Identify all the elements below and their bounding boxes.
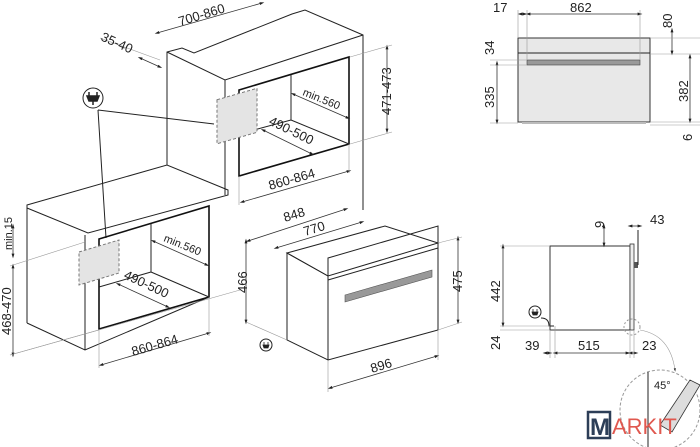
markit-logo: M ARKIT [586, 410, 677, 441]
svg-text:39: 39 [525, 338, 539, 353]
svg-text:862: 862 [570, 0, 592, 15]
lower-cabinet [26, 164, 229, 351]
svg-text:min.560: min.560 [301, 87, 342, 113]
svg-text:min.15: min.15 [3, 217, 15, 250]
svg-text:860-864: 860-864 [267, 165, 317, 193]
oven-handle [344, 269, 433, 303]
svg-text:442: 442 [488, 280, 503, 302]
svg-text:min.560: min.560 [162, 233, 203, 259]
svg-text:515: 515 [578, 338, 600, 353]
svg-text:860-864: 860-864 [130, 331, 180, 359]
svg-text:848: 848 [281, 204, 306, 225]
socket-zone [216, 87, 258, 145]
detail-45: 45° [619, 369, 700, 447]
svg-text:382: 382 [676, 80, 691, 102]
svg-text:35-40: 35-40 [99, 29, 135, 56]
svg-text:896: 896 [368, 355, 393, 376]
svg-text:23: 23 [642, 338, 656, 353]
svg-text:770: 770 [301, 218, 326, 239]
svg-text:34: 34 [482, 41, 497, 55]
upper-cabinet [166, 9, 364, 210]
svg-text:471-473: 471-473 [379, 67, 394, 115]
svg-text:468-470: 468-470 [0, 287, 14, 335]
svg-text:6: 6 [680, 134, 695, 141]
front-view: 17 862 80 382 6 34 335 [482, 0, 700, 141]
svg-text:475: 475 [450, 270, 465, 292]
svg-text:80: 80 [660, 14, 675, 28]
oven-dims: 848 770 466 475 896 [235, 204, 465, 392]
svg-text:ARKIT: ARKIT [612, 414, 677, 439]
socket-zone-lower [78, 239, 120, 286]
svg-text:17: 17 [493, 0, 507, 15]
svg-text:335: 335 [482, 86, 497, 108]
svg-text:24: 24 [488, 336, 503, 350]
svg-text:45°: 45° [654, 380, 671, 392]
svg-text:466: 466 [235, 271, 250, 293]
svg-text:M: M [590, 414, 610, 441]
svg-text:9: 9 [592, 221, 607, 228]
lower-dims: min.15 468-470 min.560 490-500 860-864 [0, 217, 241, 368]
svg-text:700-860: 700-860 [176, 1, 226, 29]
side-view: 9 43 442 24 39 515 23 [488, 212, 676, 372]
svg-text:43: 43 [650, 212, 664, 227]
svg-text:490-500: 490-500 [122, 267, 172, 301]
plug-icon [82, 87, 215, 239]
